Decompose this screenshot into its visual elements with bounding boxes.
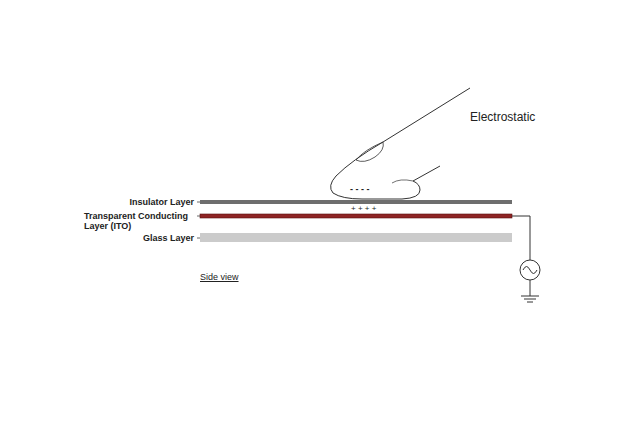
charge-label: - - - - — [350, 184, 370, 194]
ac-wave — [523, 267, 537, 274]
wire — [530, 280, 531, 296]
ground-symbol — [524, 299, 536, 300]
ito-layer — [200, 214, 512, 218]
leader-line — [197, 202, 200, 203]
glass-layer — [200, 233, 512, 242]
ac-source-symbol — [520, 260, 540, 280]
finger-crease — [392, 180, 413, 183]
fingernail — [356, 142, 383, 161]
layer-label: Transparent Conducting Layer (ITO) — [84, 211, 194, 231]
charge-label: + + + + — [351, 204, 376, 213]
leader-line — [197, 238, 200, 239]
figure-title: Electrostatic — [470, 110, 535, 124]
layer-label: Glass Layer — [143, 233, 194, 243]
view-label: Side view — [200, 272, 239, 282]
finger-outline — [331, 88, 470, 199]
leader-line — [197, 216, 200, 217]
layer-label: Insulator Layer — [129, 197, 194, 207]
ground-symbol — [527, 302, 533, 303]
wire — [512, 216, 530, 260]
insulator-layer — [200, 200, 512, 204]
ground-symbol — [521, 296, 539, 297]
